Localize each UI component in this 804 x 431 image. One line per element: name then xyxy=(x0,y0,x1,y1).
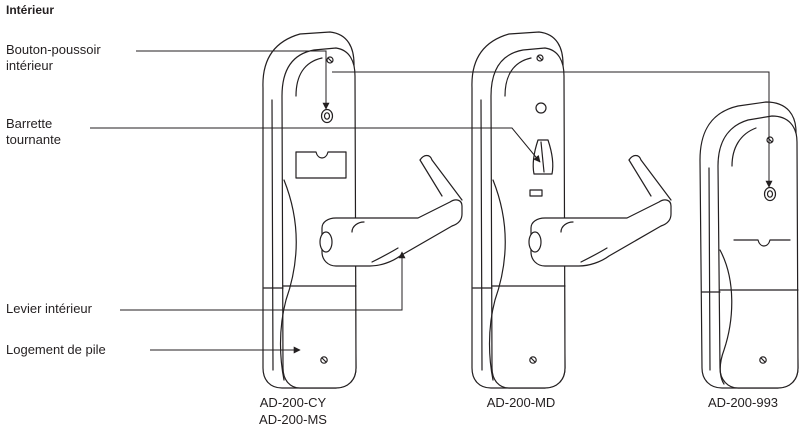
label-battery-housing: Logement de pile xyxy=(6,342,106,357)
model-left-line2: AD-200-MS xyxy=(259,412,327,427)
lock-left-lever xyxy=(321,199,463,267)
label-turn-bar-line1: Barrette xyxy=(6,116,53,131)
leader-turn-bar xyxy=(90,127,541,163)
lock-middle-lever xyxy=(530,199,672,267)
lock-right-cover-notch xyxy=(733,239,791,247)
model-caption-right: AD-200-993 xyxy=(707,395,779,410)
label-push-button-line1: Bouton-poussoir xyxy=(6,42,101,57)
label-inside-lever: Levier intérieur xyxy=(6,301,92,316)
lock-middle-keyhole xyxy=(535,102,547,114)
lock-right-front-face xyxy=(717,115,799,389)
model-caption-middle: AD-200-MD xyxy=(486,395,556,410)
model-left-line1: AD-200-CY xyxy=(259,395,327,410)
lock-right-993 xyxy=(699,101,799,389)
lock-middle-lever-end xyxy=(628,154,672,201)
lock-left-push-button xyxy=(320,108,334,124)
label-turn-bar-line2: tournante xyxy=(6,132,61,147)
lock-left-lever-end xyxy=(419,154,463,201)
lock-left-cy-ms xyxy=(262,31,463,389)
leader-inside-lever xyxy=(120,251,406,311)
leader-push-button-right xyxy=(332,71,773,188)
label-push-button: Bouton-poussoir intérieur xyxy=(6,42,101,74)
lock-left-cover-notch xyxy=(295,151,347,159)
lock-right-push-button xyxy=(763,186,777,202)
label-turn-bar: Barrette tournante xyxy=(6,116,61,148)
section-title: Intérieur xyxy=(6,3,55,17)
label-push-button-line2: intérieur xyxy=(6,58,53,73)
lock-middle-md xyxy=(471,31,672,389)
callout-lines xyxy=(90,50,773,354)
leader-push-button-left xyxy=(136,50,330,110)
model-caption-left: AD-200-CY AD-200-MS xyxy=(228,394,358,428)
